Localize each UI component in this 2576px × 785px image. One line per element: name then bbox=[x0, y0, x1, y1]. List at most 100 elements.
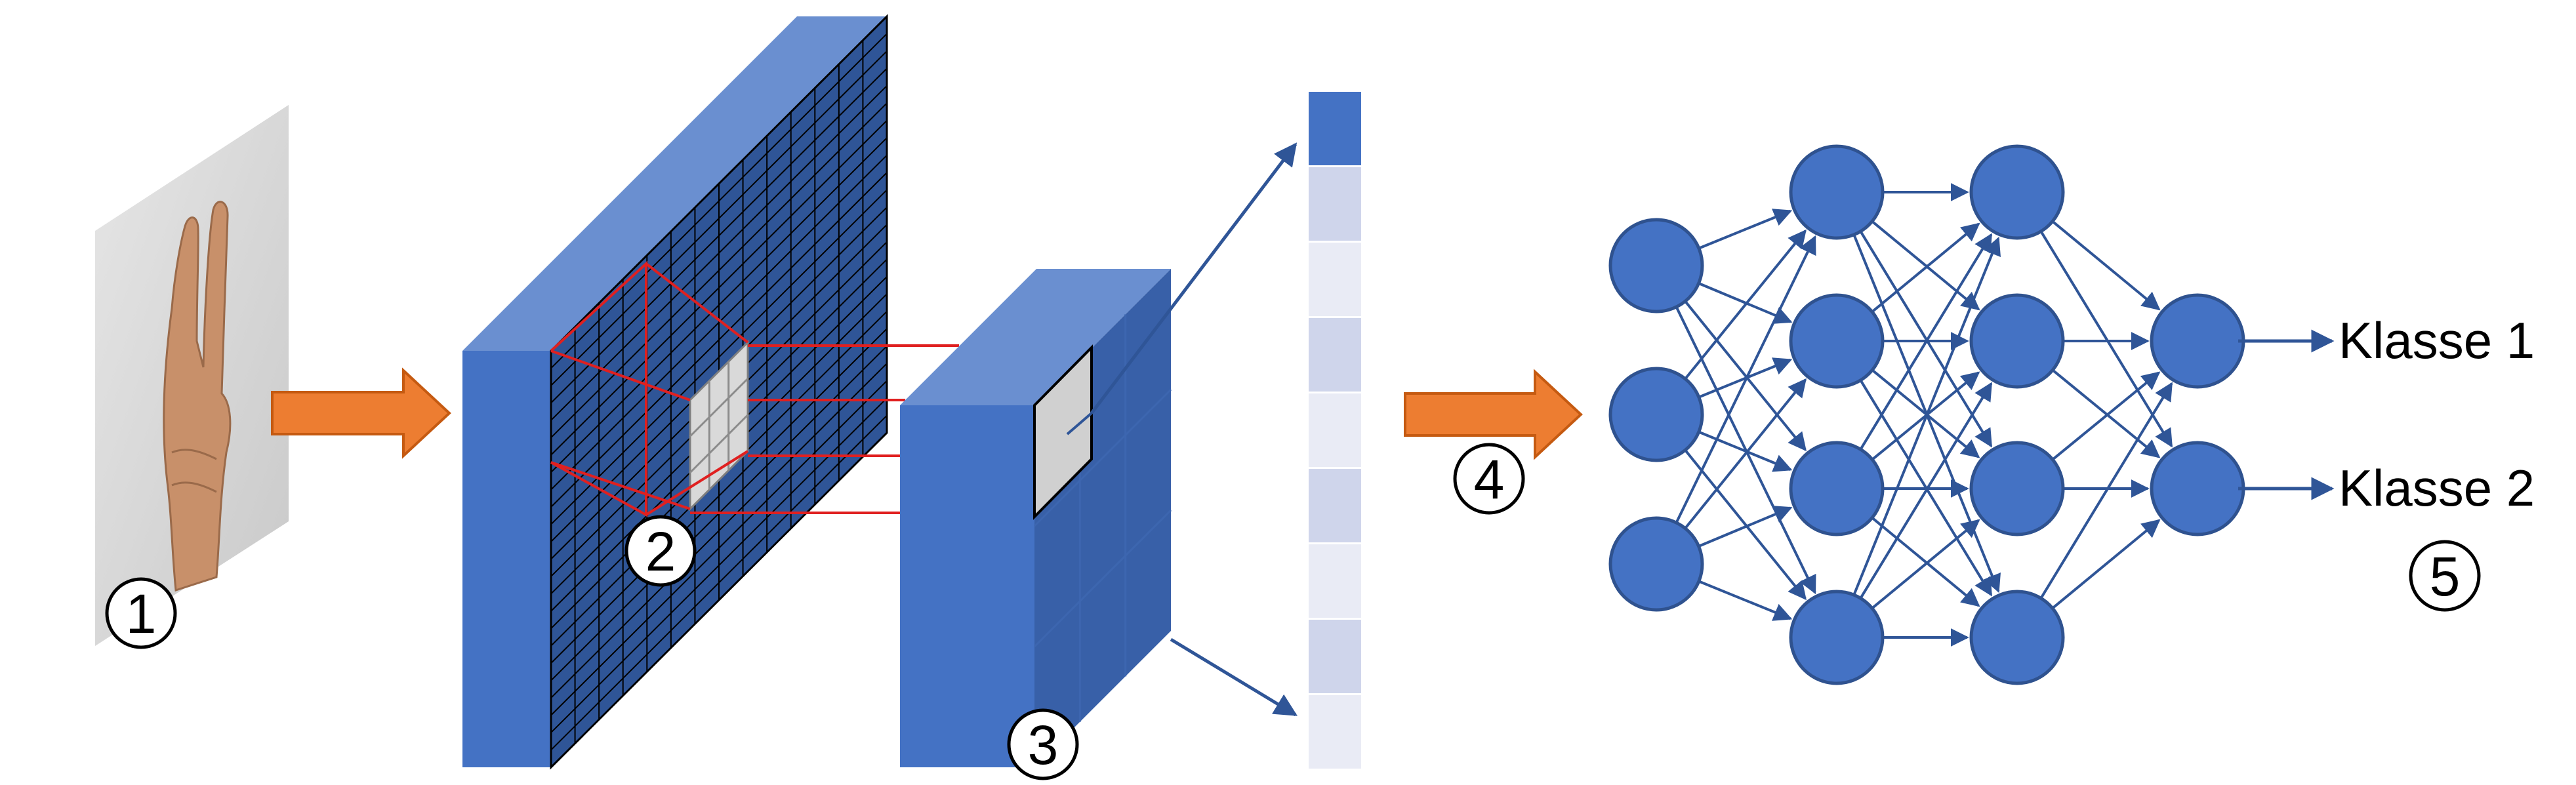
step-label-2: 2 bbox=[645, 521, 676, 582]
network-edge bbox=[2039, 382, 2173, 599]
network-node bbox=[1789, 144, 1885, 240]
grid-line-horizontal bbox=[550, 120, 888, 456]
receptive-field-outline bbox=[550, 260, 647, 517]
network-node bbox=[1969, 590, 2065, 685]
network-edge bbox=[1675, 235, 1816, 523]
network-node bbox=[2150, 293, 2245, 389]
input-image bbox=[95, 105, 289, 646]
feature-grid-line bbox=[1033, 509, 1172, 648]
network-node bbox=[1608, 218, 1704, 313]
grid-line-horizontal bbox=[550, 189, 888, 525]
network-edge bbox=[2051, 220, 2161, 311]
grid-line-horizontal bbox=[550, 397, 888, 733]
grid-line-horizontal bbox=[550, 172, 888, 508]
feature-vector-cell bbox=[1309, 92, 1361, 165]
grid-line-horizontal bbox=[550, 50, 888, 386]
step-marker-1: 1 bbox=[105, 577, 177, 649]
receptive-field-edge bbox=[550, 350, 691, 401]
process-arrow-1 bbox=[271, 367, 451, 459]
feature-vector-cell bbox=[1309, 393, 1361, 467]
network-node bbox=[1789, 293, 1885, 389]
network-node bbox=[1789, 441, 1885, 536]
step-marker-5: 5 bbox=[2409, 540, 2481, 612]
receptive-field-edge bbox=[550, 461, 691, 510]
network-edge bbox=[2051, 371, 2161, 461]
network-edge bbox=[1859, 382, 1993, 599]
network-edge bbox=[1698, 209, 1793, 250]
network-node bbox=[2150, 441, 2245, 536]
network-edge bbox=[1871, 222, 1980, 313]
kernel-to-feature-lines bbox=[690, 344, 959, 514]
feature-vector-cell bbox=[1309, 318, 1361, 392]
convolution-layer bbox=[462, 14, 888, 770]
grid-line-horizontal bbox=[550, 154, 888, 491]
feature-vector-cell bbox=[1309, 243, 1361, 316]
receptive-field-edge bbox=[645, 450, 749, 516]
step-marker-3: 3 bbox=[1007, 708, 1079, 780]
receptive-field bbox=[550, 260, 749, 517]
network-edge bbox=[2051, 369, 2161, 458]
step-label-5: 5 bbox=[2430, 546, 2461, 607]
network-node bbox=[1969, 144, 2065, 240]
conv-block-front bbox=[462, 351, 551, 767]
process-arrow-2 bbox=[1404, 369, 1583, 460]
kernel-grid bbox=[689, 361, 749, 490]
grid-line-horizontal bbox=[550, 414, 888, 751]
kernel-grid-line bbox=[689, 378, 749, 437]
network-edge bbox=[1698, 282, 1793, 324]
feature-vector-cell bbox=[1309, 620, 1361, 693]
network-edge bbox=[1684, 378, 1807, 529]
step-label-4: 4 bbox=[1474, 449, 1505, 510]
feature-grid-line bbox=[1033, 388, 1172, 527]
grid-line-horizontal bbox=[550, 68, 888, 404]
network-nodes bbox=[1608, 144, 2245, 685]
feature-vector-cell bbox=[1309, 167, 1361, 241]
network-edge bbox=[1871, 369, 1980, 458]
grid-line-horizontal bbox=[550, 363, 888, 698]
feature-block-front bbox=[900, 405, 1034, 767]
feature-block-top bbox=[900, 269, 1171, 405]
class-label-2: Klasse 2 bbox=[2339, 459, 2535, 517]
feature-cell-line bbox=[1066, 412, 1093, 435]
feature-vector-cell bbox=[1309, 469, 1361, 542]
grid-line-horizontal bbox=[550, 380, 888, 716]
step-marker-4: 4 bbox=[1453, 443, 1525, 515]
network-edge bbox=[1871, 519, 1980, 609]
feature-vector-cell bbox=[1309, 544, 1361, 618]
network-edge bbox=[1698, 357, 1793, 399]
network-edge bbox=[1684, 449, 1807, 601]
network-edge bbox=[1698, 506, 1793, 548]
grid-line-horizontal bbox=[550, 85, 888, 421]
network-edges bbox=[1675, 183, 2173, 647]
network-edge bbox=[1871, 220, 1980, 311]
hand-icon bbox=[163, 201, 232, 592]
receptive-field-edge bbox=[645, 262, 749, 344]
feature-vector bbox=[1309, 92, 1361, 769]
network-node bbox=[1608, 367, 1704, 462]
grid-line-horizontal bbox=[550, 328, 888, 664]
conv-block-top bbox=[462, 16, 887, 351]
network-edge bbox=[1698, 580, 1793, 621]
network-node bbox=[1608, 516, 1704, 612]
grid-line-horizontal bbox=[550, 102, 888, 439]
step-label-3: 3 bbox=[1028, 714, 1059, 776]
network-edge bbox=[1684, 300, 1807, 452]
feature-cell-highlight bbox=[1033, 344, 1093, 520]
network-node bbox=[1969, 293, 2065, 389]
grid-line-horizontal bbox=[550, 137, 888, 473]
feature-map-layer bbox=[900, 269, 1172, 767]
step-marker-2: 2 bbox=[624, 515, 697, 587]
network-edge bbox=[1852, 236, 2001, 595]
network-edge bbox=[2051, 519, 2161, 609]
flatten-arrow-top bbox=[1090, 142, 1298, 414]
network-edge bbox=[1871, 517, 1980, 607]
class-label-1: Klasse 1 bbox=[2339, 312, 2535, 369]
kernel-grid-line bbox=[689, 414, 749, 473]
grid-line-horizontal bbox=[550, 33, 888, 369]
network-node bbox=[1789, 590, 1885, 685]
network-edge bbox=[1698, 430, 1793, 472]
network-edge bbox=[1859, 230, 1993, 448]
feature-vector-cell bbox=[1309, 695, 1361, 769]
step-label-1: 1 bbox=[126, 583, 157, 645]
